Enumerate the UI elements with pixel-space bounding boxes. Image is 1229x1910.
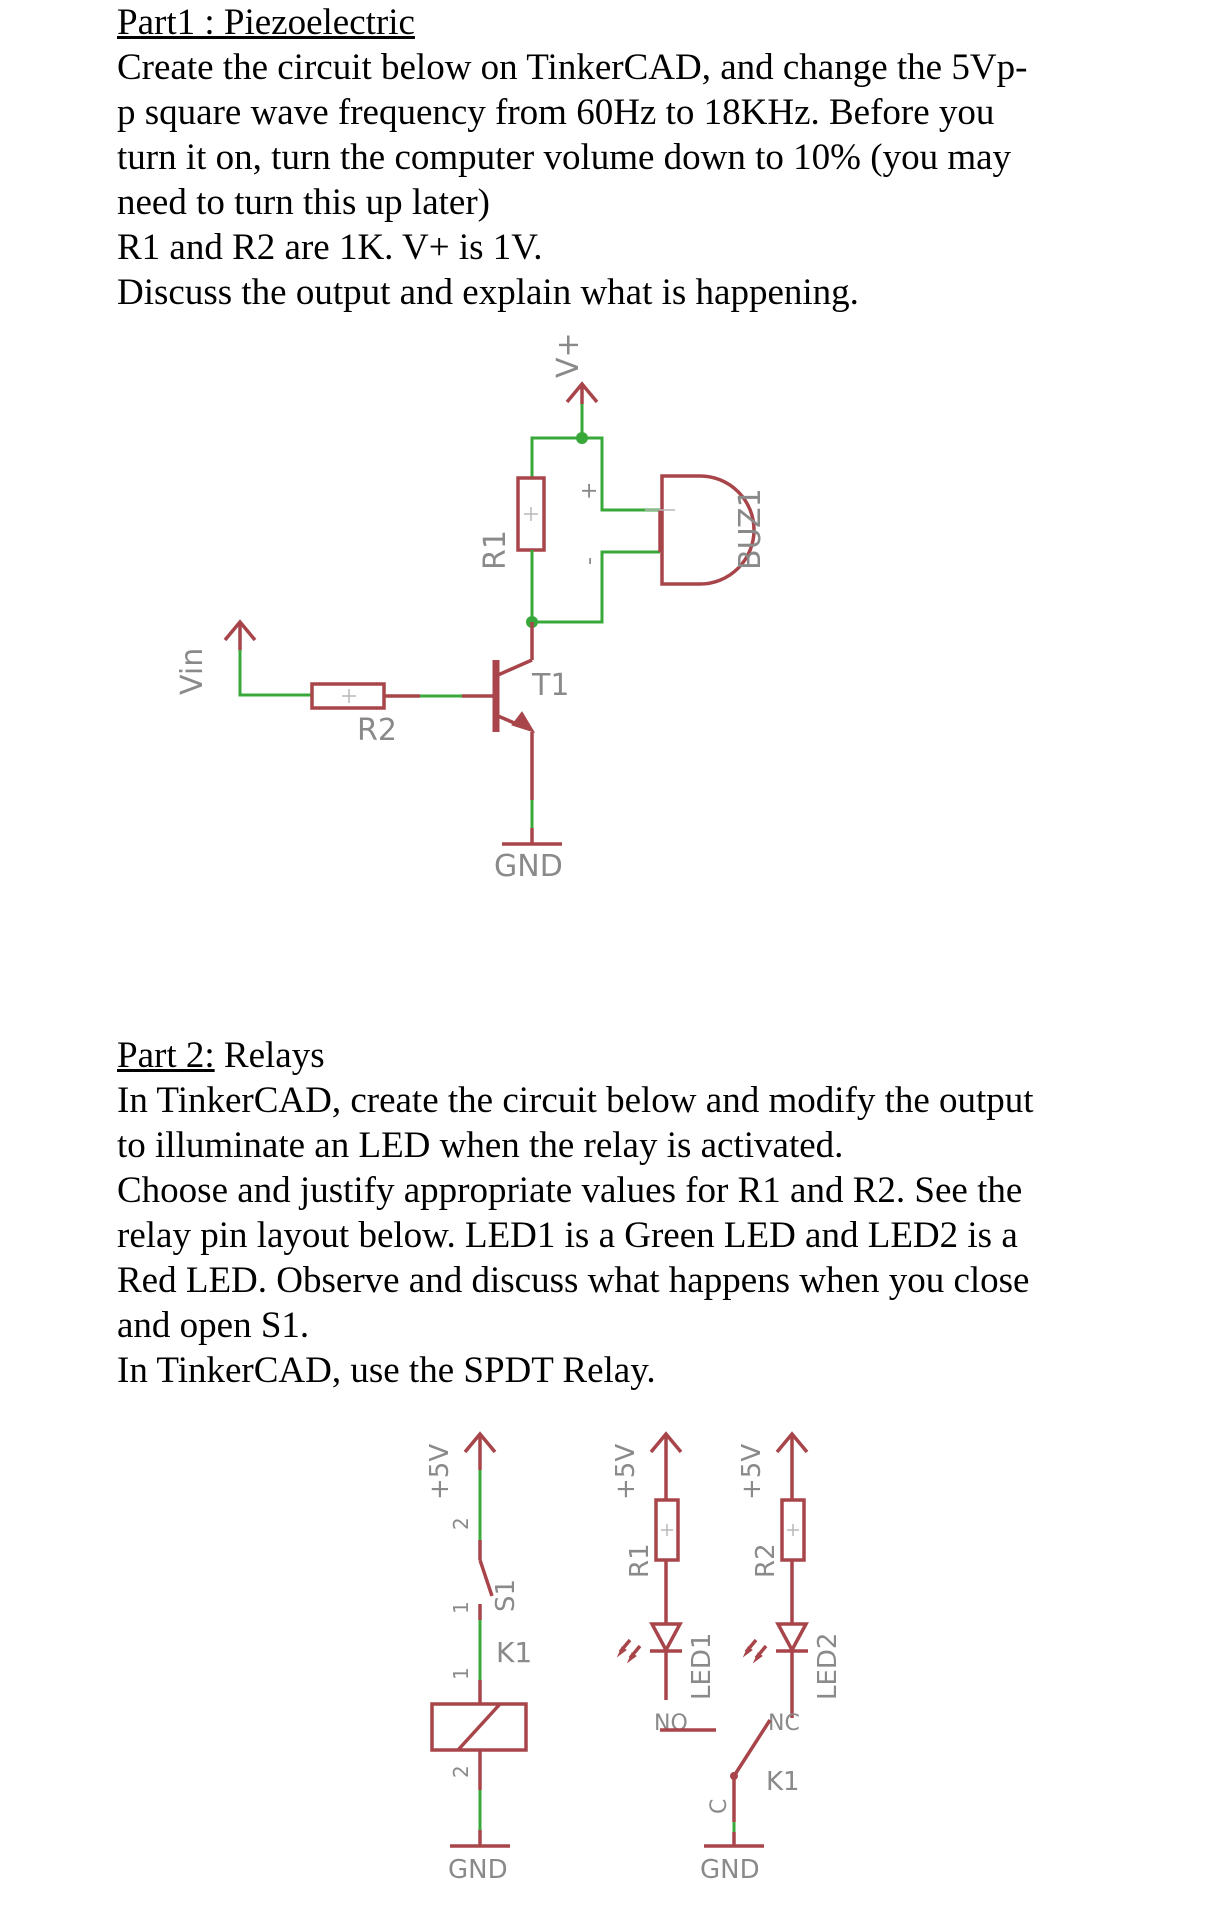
part1-line: R1 and R2 are 1K. V+ is 1V. bbox=[117, 227, 543, 268]
gnd-label-right: GND bbox=[700, 1855, 760, 1885]
supply-label-right: +5V bbox=[737, 1444, 767, 1500]
part2-line: and open S1. bbox=[117, 1305, 310, 1346]
led2-symbol bbox=[742, 1622, 809, 1664]
led1-symbol bbox=[616, 1622, 683, 1664]
vplus-supply-arrow bbox=[565, 381, 599, 438]
r2-label: R2 bbox=[357, 713, 397, 748]
relay-coil-label: K1 bbox=[496, 1636, 532, 1669]
vin-supply-arrow bbox=[223, 619, 312, 697]
transistor-symbol bbox=[492, 622, 536, 742]
pin-label: 2 bbox=[449, 1517, 473, 1530]
part1-line: Create the circuit below on TinkerCAD, a… bbox=[117, 47, 1028, 88]
supply-label-mid: +5V bbox=[611, 1444, 641, 1500]
buzzer-symbol bbox=[645, 474, 756, 586]
part2-line: In TinkerCAD, use the SPDT Relay. bbox=[117, 1350, 656, 1391]
supply-arrow-right bbox=[775, 1431, 809, 1500]
led2-label: LED2 bbox=[813, 1633, 843, 1700]
gnd-label-left: GND bbox=[448, 1855, 508, 1885]
pin-label: 1 bbox=[449, 1601, 473, 1614]
supply-arrow-left bbox=[463, 1431, 497, 1470]
gnd-label: GND bbox=[494, 849, 563, 884]
common-label: C bbox=[707, 1799, 732, 1814]
relay-contact-label: K1 bbox=[766, 1767, 800, 1797]
supply-label-left: +5V bbox=[425, 1444, 455, 1500]
part1-title: Part1 : Piezoelectric bbox=[117, 2, 415, 43]
piezo-circuit: V+ R1 + - BUZ1 T1 bbox=[175, 332, 768, 884]
part2-title: Part 2: Relays bbox=[117, 1033, 1117, 1078]
vplus-label: V+ bbox=[551, 332, 586, 378]
no-contact-label: NO bbox=[654, 1711, 688, 1736]
supply-arrow-mid bbox=[649, 1431, 683, 1500]
part2-title-rest: Relays bbox=[214, 1035, 325, 1076]
plus-mark: + bbox=[577, 482, 602, 500]
part1-line: p square wave frequency from 60Hz to 18K… bbox=[117, 92, 995, 133]
part1-line: Discuss the output and explain what is h… bbox=[117, 272, 859, 313]
r2-relay-label: R2 bbox=[751, 1543, 781, 1578]
pin-label: 1 bbox=[449, 1667, 473, 1680]
part2-line: to illuminate an LED when the relay is a… bbox=[117, 1125, 844, 1166]
part2-text: Part 2: Relays In TinkerCAD, create the … bbox=[117, 1033, 1117, 1393]
minus-mark: - bbox=[577, 557, 602, 565]
part1-line: turn it on, turn the computer volume dow… bbox=[117, 137, 1012, 178]
nc-contact-label: NC bbox=[768, 1711, 800, 1736]
pin-label: 2 bbox=[449, 1765, 473, 1778]
part2-line: In TinkerCAD, create the circuit below a… bbox=[117, 1080, 1034, 1121]
wire-buzzer-minus bbox=[532, 550, 660, 624]
relay-contact-arm bbox=[732, 1719, 772, 1777]
r1-label: R1 bbox=[478, 530, 513, 570]
vin-label: Vin bbox=[175, 648, 210, 695]
part2-line: Red LED. Observe and discuss what happen… bbox=[117, 1260, 1030, 1301]
part2-title-label: Part 2: bbox=[117, 1035, 215, 1076]
t1-label: T1 bbox=[531, 668, 569, 703]
switch-s1-lever bbox=[478, 1559, 494, 1597]
relay-circuit: +5V 2 1 S1 1 K1 2 GND +5V R1 bbox=[425, 1431, 843, 1885]
part2-line: Choose and justify appropriate values fo… bbox=[117, 1170, 1023, 1211]
part2-line: relay pin layout below. LED1 is a Green … bbox=[117, 1215, 1018, 1256]
led1-label: LED1 bbox=[687, 1633, 717, 1700]
wire-top bbox=[530, 436, 660, 512]
part1-line: need to turn this up later) bbox=[117, 182, 490, 223]
buzzer-label: BUZ1 bbox=[733, 488, 768, 570]
part1-text: Part1 : Piezoelectric Create the circuit… bbox=[117, 0, 1117, 315]
switch-label: S1 bbox=[491, 1579, 521, 1612]
r1-relay-label: R1 bbox=[625, 1543, 655, 1578]
